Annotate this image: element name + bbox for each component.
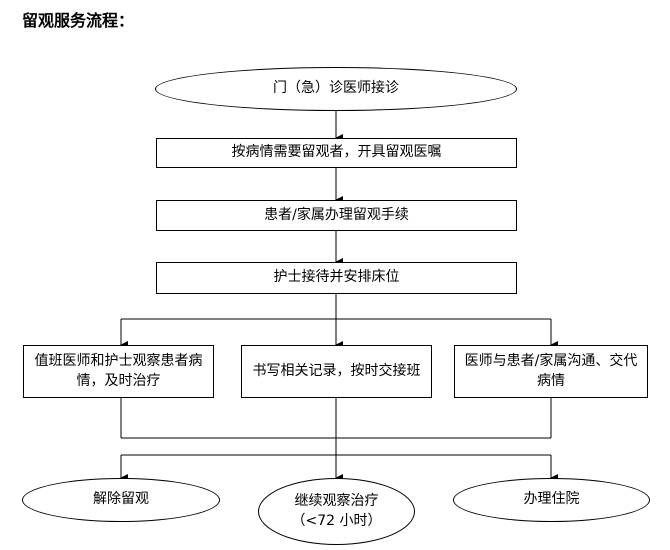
node-branch-left: 值班医师和护士观察患者病情，及时治疗 [23,345,214,398]
node-step3: 护士接待并安排床位 [156,262,517,294]
node-start: 门（急）诊医师接诊 [155,67,517,111]
node-end-mid-line1: 继续观察治疗 [294,492,379,509]
node-branch-mid: 书写相关记录，按时交接班 [241,345,432,398]
node-end-right-label: 办理住院 [523,491,580,508]
node-end-left: 解除留观 [22,478,220,522]
node-end-left-label: 解除留观 [93,491,149,508]
page-title: 留观服务流程： [22,11,135,30]
node-end-right: 办理住院 [453,478,650,522]
node-branch-left-label: 值班医师和护士观察患者病情，及时治疗 [34,352,203,389]
node-branch-right-label: 医师与患者/家属沟通、交代病情 [464,352,638,389]
node-step3-label: 护士接待并安排床位 [273,269,400,286]
node-branch-right: 医师与患者/家属沟通、交代病情 [454,345,648,398]
node-start-label: 门（急）诊医师接诊 [273,80,399,97]
node-step2: 患者/家属办理留观手续 [156,200,517,231]
node-end-mid: 继续观察治疗 （<72 小时） [258,478,415,545]
node-step1: 按病情需要留观者，开具留观医嘱 [156,138,517,168]
node-step1-label: 按病情需要留观者，开具留观医嘱 [231,144,442,161]
node-branch-mid-label: 书写相关记录，按时交接班 [252,362,421,379]
node-end-mid-line2: （<72 小时） [291,512,382,529]
node-step2-label: 患者/家属办理留观手续 [264,206,409,223]
